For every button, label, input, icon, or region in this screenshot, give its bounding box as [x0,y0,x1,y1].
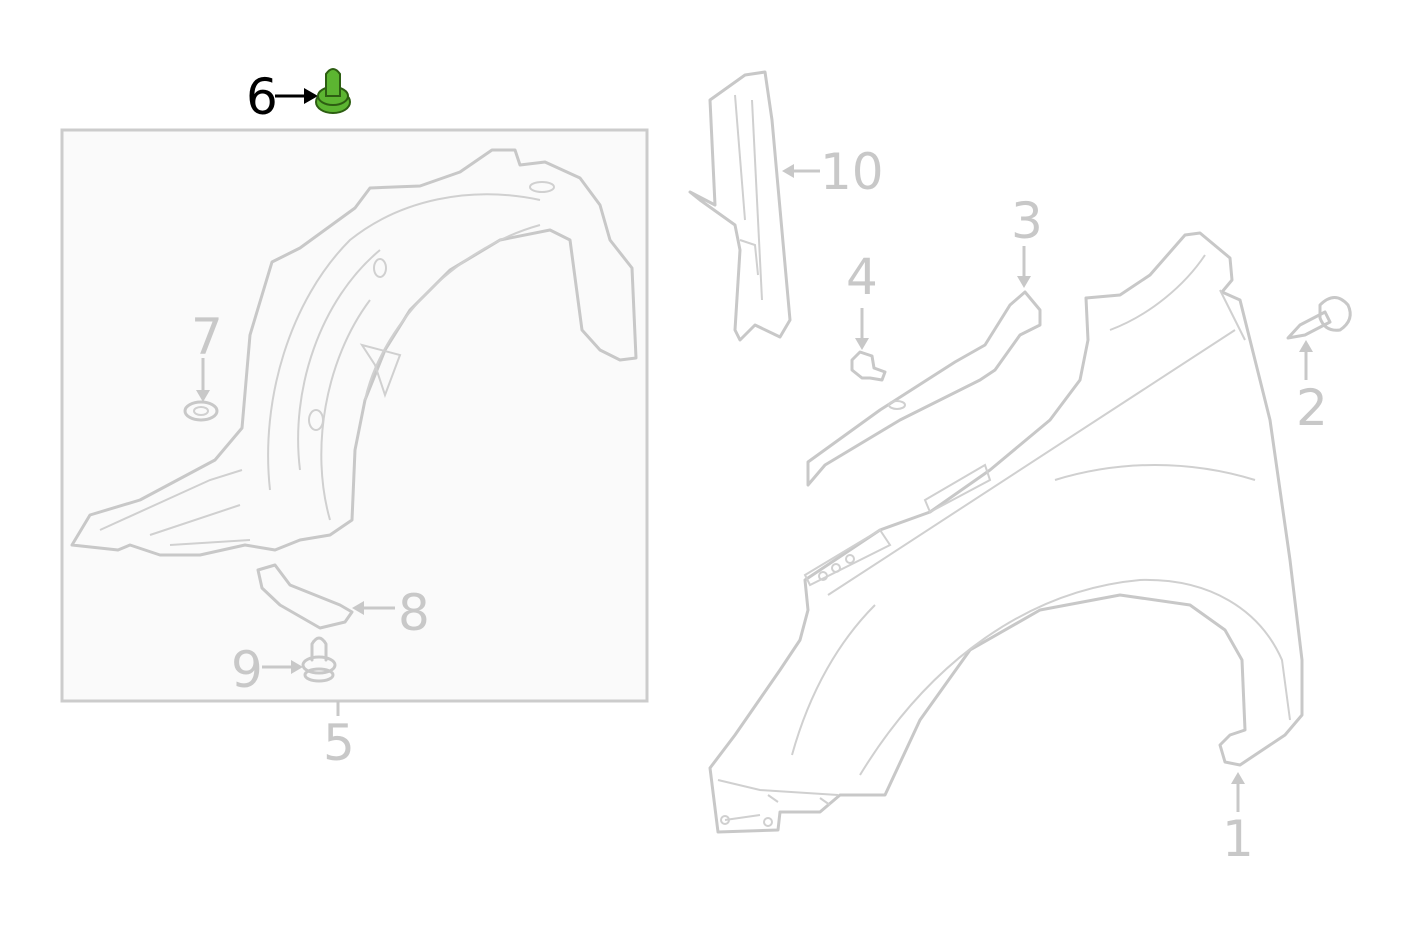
grommet-hole [193,406,209,416]
callout-2[interactable]: 2 [1296,379,1328,437]
bolt-part-2[interactable] [1286,296,1352,340]
arrow-head-3 [1017,276,1031,288]
bracket-part-8[interactable] [256,563,354,630]
callout-3[interactable]: 3 [1011,192,1043,250]
fender-liner-part[interactable] [70,148,638,557]
grommet-part-7[interactable] [183,400,219,422]
garnish-part-3[interactable] [806,290,1042,487]
arrow-head-9 [291,660,303,674]
arrow-head-1 [1231,772,1245,784]
arrow-head-7 [196,390,210,402]
callout-5[interactable]: 5 [323,714,355,772]
callout-1[interactable]: 1 [1222,810,1254,868]
seal-part-10[interactable] [688,70,792,342]
clip-part-9[interactable] [301,636,337,683]
arrow-head-8 [352,601,364,615]
arrow-head-2 [1299,340,1313,352]
assembly-box-part-5 [60,128,649,703]
callout-6[interactable]: 6 [246,68,278,126]
callout-4[interactable]: 4 [846,248,878,306]
callout-7[interactable]: 7 [191,308,223,366]
clip-part-4[interactable] [850,350,887,382]
callout-8[interactable]: 8 [398,584,430,642]
arrow-head-4 [855,338,869,350]
callout-10[interactable]: 10 [820,143,884,201]
fender-part-1[interactable] [708,231,1304,834]
arrow-head-10 [782,164,794,178]
callout-9[interactable]: 9 [231,641,263,699]
clip-part-6-highlighted[interactable] [315,68,351,114]
arrow-head-6 [304,88,318,104]
